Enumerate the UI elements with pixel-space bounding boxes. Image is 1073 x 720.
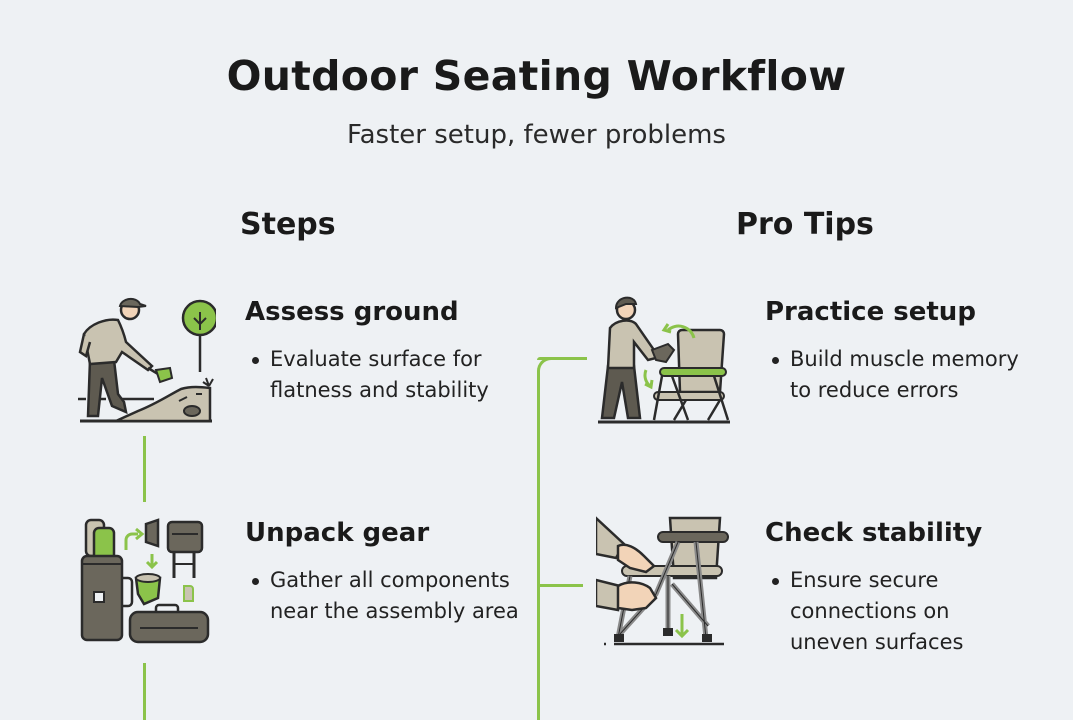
tips-connector-corner xyxy=(537,357,553,373)
tip-title: Check stability xyxy=(765,518,983,548)
steps-connector-top xyxy=(143,436,146,502)
tip-bullet: Build muscle memory to reduce errors xyxy=(770,344,1020,406)
step-title: Unpack gear xyxy=(245,518,430,548)
person-unfolding-chair-icon xyxy=(598,296,730,424)
page-title: Outdoor Seating Workflow xyxy=(226,52,847,100)
tip-title: Practice setup xyxy=(765,297,976,327)
unpacking-gear-bag-icon xyxy=(80,518,210,644)
page-subtitle: Faster setup, fewer problems xyxy=(347,120,726,150)
steps-connector-bottom xyxy=(143,663,146,720)
tips-connector-branch-2 xyxy=(537,584,583,587)
pro-tips-heading: Pro Tips xyxy=(736,207,874,242)
tips-connector-branch-1 xyxy=(537,357,587,360)
step-bullet: Evaluate surface for flatness and stabil… xyxy=(250,344,520,406)
person-inspecting-ground-icon xyxy=(78,298,216,423)
step-bullet: Gather all components near the assembly … xyxy=(250,565,530,627)
tip-bullet: Ensure secure connections on uneven surf… xyxy=(770,565,1020,658)
step-title: Assess ground xyxy=(245,297,459,327)
steps-heading: Steps xyxy=(240,207,336,242)
tips-connector-vertical xyxy=(537,370,540,720)
hands-checking-chair-legs-icon xyxy=(596,516,729,646)
